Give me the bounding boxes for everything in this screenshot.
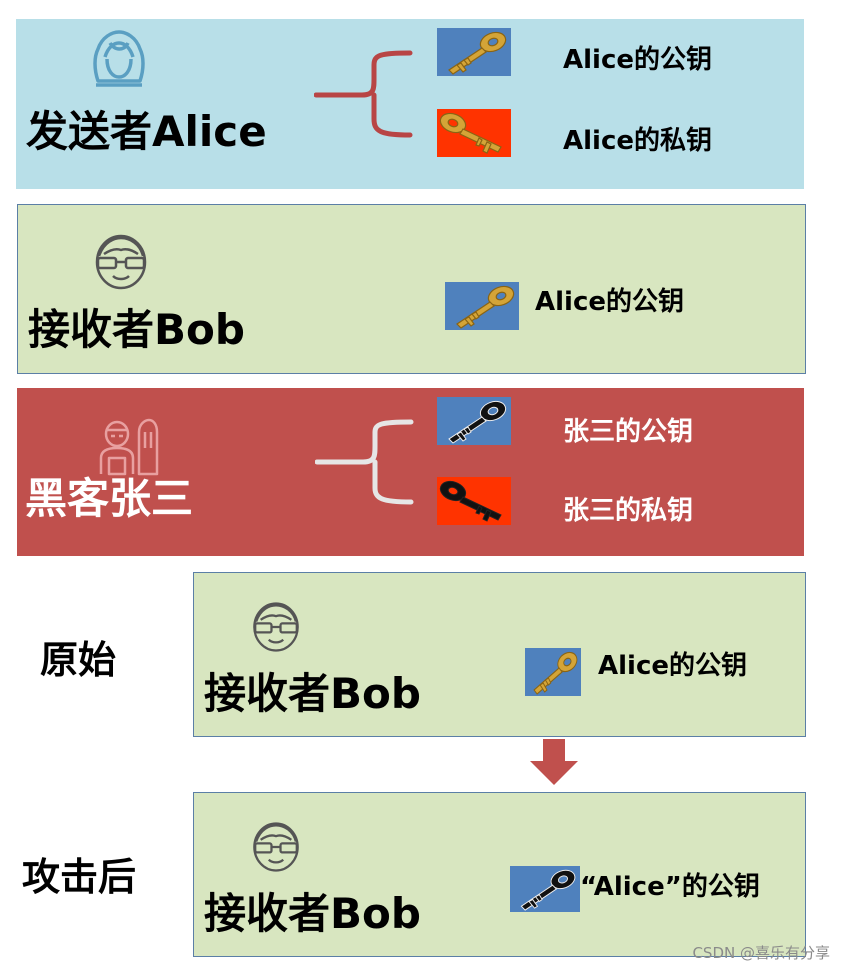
male-avatar-glasses-icon [90, 232, 152, 292]
hacker-panel: 黑客张三 张三的公钥 [17, 388, 804, 556]
down-arrow-icon [530, 739, 578, 785]
hacker-title: 黑客张三 [25, 474, 194, 523]
receiver-bob-panel: 接收者Bob Alice的公钥 [17, 204, 806, 374]
sender-alice-title: 发送者Alice [26, 107, 267, 156]
hacker-private-key-label: 张三的私钥 [563, 496, 694, 526]
curly-bracket [315, 418, 415, 506]
after-attack-label: 攻击后 [22, 855, 137, 899]
alice-private-key-icon [437, 109, 511, 157]
original-receiver-panel: 接收者Bob Alice的公钥 [193, 572, 806, 737]
attacked-receiver-panel: 接收者Bob “Alice”的公钥 [193, 792, 806, 957]
forged-public-key-label: “Alice”的公钥 [580, 872, 760, 902]
bob-alice-public-key-icon [445, 282, 519, 330]
male-avatar-glasses-icon [248, 599, 304, 655]
alice-public-key-icon [437, 28, 511, 76]
original-alice-public-key-icon [525, 648, 581, 696]
female-avatar-icon [88, 29, 150, 91]
original-receiver-title: 接收者Bob [204, 669, 421, 718]
watermark: CSDN @喜乐有分享 [692, 944, 830, 962]
sender-alice-panel: 发送者Alice Alice的公钥 [16, 19, 804, 189]
original-label: 原始 [40, 638, 117, 682]
hacker-public-key-icon [437, 397, 511, 445]
hacker-public-key-label: 张三的公钥 [563, 417, 694, 447]
alice-public-key-label: Alice的公钥 [563, 45, 712, 75]
forged-public-key-icon [510, 866, 580, 912]
alice-private-key-label: Alice的私钥 [563, 126, 712, 156]
hacker-private-key-icon [437, 477, 511, 525]
hacker-figure-icon [97, 418, 159, 476]
original-alice-public-key-label: Alice的公钥 [598, 651, 747, 681]
curly-bracket [314, 49, 414, 139]
bob-alice-public-key-label: Alice的公钥 [535, 287, 684, 317]
attacked-receiver-title: 接收者Bob [204, 889, 421, 938]
receiver-bob-title: 接收者Bob [28, 305, 245, 354]
male-avatar-glasses-icon [248, 819, 304, 875]
